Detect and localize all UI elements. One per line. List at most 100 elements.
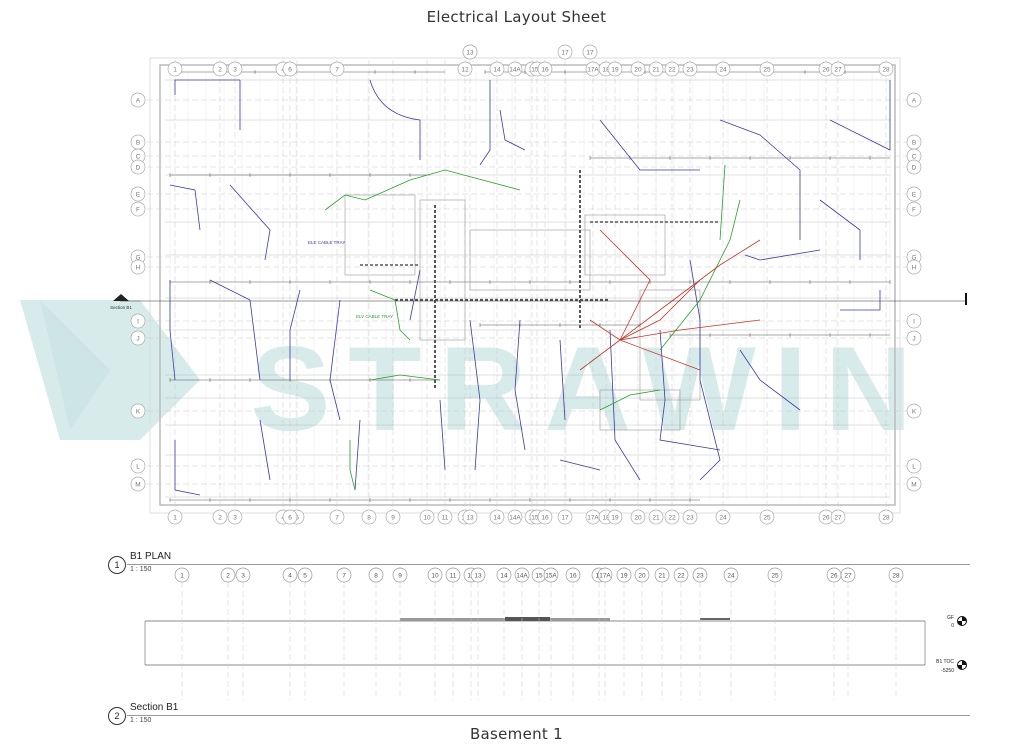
svg-text:C: C [136,154,141,161]
grid-bubble-top-21: 21 [648,61,664,77]
grid-bubble-bottom-17: 17 [557,509,573,525]
svg-text:17A: 17A [587,515,599,522]
grid-bubble-top-25: 25 [759,61,775,77]
svg-text:21: 21 [652,67,660,74]
plan-view-number: 1 [108,556,126,574]
svg-text:24: 24 [727,573,735,580]
svg-text:-5250: -5250 [941,668,954,674]
grid-bubble-top-17A: 17A [585,61,601,77]
grid-bubble-row-E-left: E [130,186,146,202]
svg-text:8: 8 [367,515,371,522]
svg-text:14: 14 [500,573,508,580]
grid-bubble-top-28: 28 [878,61,894,77]
grid-bubble-bottom-27: 27 [830,509,846,525]
grid-bubble-bottom-14: 14 [489,509,505,525]
svg-text:2: 2 [226,573,230,580]
svg-text:10: 10 [423,515,431,522]
svg-text:18: 18 [602,67,610,74]
svg-text:10: 10 [431,573,439,580]
section-grid-bubble-20: 20 [634,567,650,583]
svg-text:19: 19 [611,67,619,74]
svg-text:6: 6 [288,67,292,74]
svg-text:I: I [137,319,139,326]
svg-text:H: H [136,265,141,272]
svg-text:11: 11 [450,573,457,580]
svg-text:3: 3 [241,573,245,580]
svg-text:B1 TOC: B1 TOC [936,659,954,665]
grid-bubble-row-K-left: K [130,403,146,419]
grid-bubble-top-1: 1 [167,61,183,77]
grid-bubble-bottom-1: 1 [167,509,183,525]
svg-text:J: J [912,336,915,343]
section-grid-bubble-28: 28 [888,567,904,583]
section-grid-bubbles: 12345789101112131414A1515A161717A1920212… [174,567,904,583]
svg-text:16: 16 [541,67,549,74]
svg-text:9: 9 [398,573,402,580]
grid-bubble-row-J-left: J [130,330,146,346]
grid-column-bubbles: 112233445667789101112121313141414A14A151… [167,44,894,525]
svg-text:7: 7 [342,573,346,580]
svg-text:27: 27 [834,67,842,74]
grid-bubble-bottom-28: 28 [878,509,894,525]
section-view-scale: 1 : 150 [130,717,152,724]
svg-text:K: K [136,409,141,416]
svg-text:13: 13 [474,573,482,580]
section-grid-bubble-4: 4 [282,567,298,583]
svg-text:M: M [135,482,140,489]
svg-text:L: L [912,464,916,471]
grid-bubble-top-16: 16 [537,61,553,77]
svg-text:24: 24 [719,67,727,74]
svg-text:27: 27 [834,515,842,522]
grid-bubble-row-D-right: D [906,159,922,175]
section-grid-bubble-3: 3 [235,567,251,583]
svg-text:7: 7 [335,515,339,522]
grid-bubble-top-7: 7 [329,61,345,77]
svg-text:25: 25 [763,67,771,74]
svg-text:16: 16 [541,515,549,522]
grid-bubble-row-F-right: F [906,201,922,217]
svg-text:22: 22 [668,515,676,522]
section-grid-bubble-15: 15 [531,567,547,583]
svg-text:28: 28 [882,67,890,74]
grid-bubble-row-A-left: A [130,92,146,108]
svg-text:26: 26 [830,573,838,580]
svg-text:20: 20 [638,573,646,580]
grid-bubble-row-L-left: L [130,458,146,474]
svg-text:17: 17 [561,50,569,57]
svg-text:15A: 15A [531,515,543,522]
svg-text:13: 13 [466,50,474,57]
grid-bubble-top-27: 27 [830,61,846,77]
grid-bubble-row-M-left: M [130,476,146,492]
conduit-runs [169,79,891,496]
grid-bubble-row-A-right: A [906,92,922,108]
svg-text:B: B [136,140,140,147]
svg-text:21: 21 [658,573,666,580]
svg-text:4: 4 [288,573,292,580]
svg-text:25: 25 [763,515,771,522]
section-grid-bubble-17A: 17A [597,567,613,583]
grid-bubble-bottom-17A: 17A [585,509,601,525]
grid-bubble-bottom-26: 26 [818,509,834,525]
svg-text:17A: 17A [587,67,599,74]
grid-bubble-top-6: 6 [282,61,298,77]
plan-title-underline [127,564,970,565]
section-grid-bubble-16: 16 [565,567,581,583]
svg-text:GF: GF [947,615,954,621]
wall-lines [165,70,891,502]
svg-text:G: G [135,255,140,262]
svg-text:26: 26 [822,67,830,74]
grid-bubble-bottom-7: 7 [329,509,345,525]
grid-bubble-bottom-19: 19 [607,509,623,525]
ele-cable-tray-label: ELE CABLE TRAY [308,240,345,245]
grid-bubble-row-K-right: K [906,403,922,419]
svg-text:5: 5 [303,573,307,580]
grid-bubble-top-17: 17 [557,44,573,60]
section-grid-bubble-15A: 15A [543,567,559,583]
svg-text:D: D [136,165,141,172]
svg-text:21: 21 [652,515,660,522]
svg-text:A: A [136,98,141,105]
svg-text:22: 22 [677,573,685,580]
svg-text:17: 17 [561,515,569,522]
